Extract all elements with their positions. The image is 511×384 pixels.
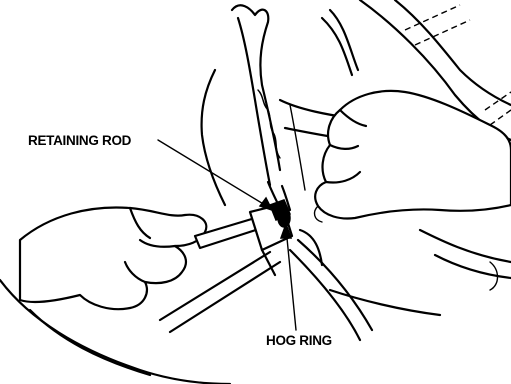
callout-retaining-rod: RETAINING ROD [28, 133, 272, 210]
left-hand [0, 207, 230, 384]
hog-ring-label: HOG RING [266, 333, 332, 348]
retaining-rod-label: RETAINING ROD [28, 133, 132, 148]
hog-ring-leader-line [286, 228, 296, 330]
seat-frame [160, 230, 511, 340]
retaining-rod-leader-line [158, 140, 270, 208]
right-hand [315, 91, 511, 222]
hog-ring [278, 209, 290, 227]
